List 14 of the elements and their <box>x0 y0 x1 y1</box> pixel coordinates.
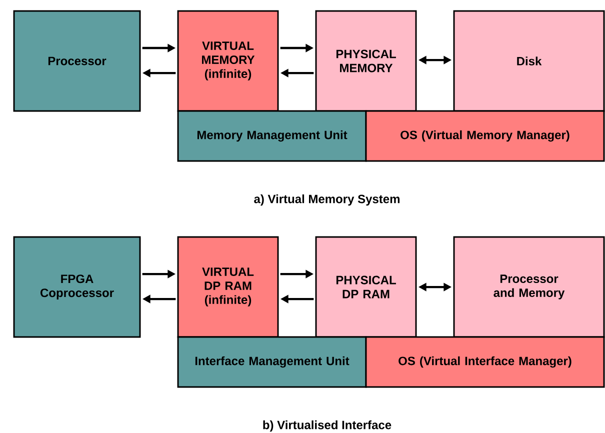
manager-box: OS (Virtual Memory Manager) <box>365 110 605 162</box>
manager-box: Memory Management Unit <box>177 110 367 162</box>
memory-box: VIRTUAL MEMORY (infinite) <box>177 10 279 112</box>
manager-box: Interface Management Unit <box>177 336 367 388</box>
manager-box: OS (Virtual Interface Manager) <box>365 336 605 388</box>
memory-box: PHYSICAL MEMORY <box>315 10 417 112</box>
memory-box: PHYSICAL DP RAM <box>315 236 417 338</box>
unit-box: FPGA Coprocessor <box>13 236 141 338</box>
memory-box: Disk <box>453 10 605 112</box>
caption: a) Virtual Memory System <box>254 194 400 206</box>
memory-box: VIRTUAL DP RAM (infinite) <box>177 236 279 338</box>
caption: b) Virtualised Interface <box>263 420 392 432</box>
unit-box: Processor <box>13 10 141 112</box>
memory-box: Processor and Memory <box>453 236 605 338</box>
